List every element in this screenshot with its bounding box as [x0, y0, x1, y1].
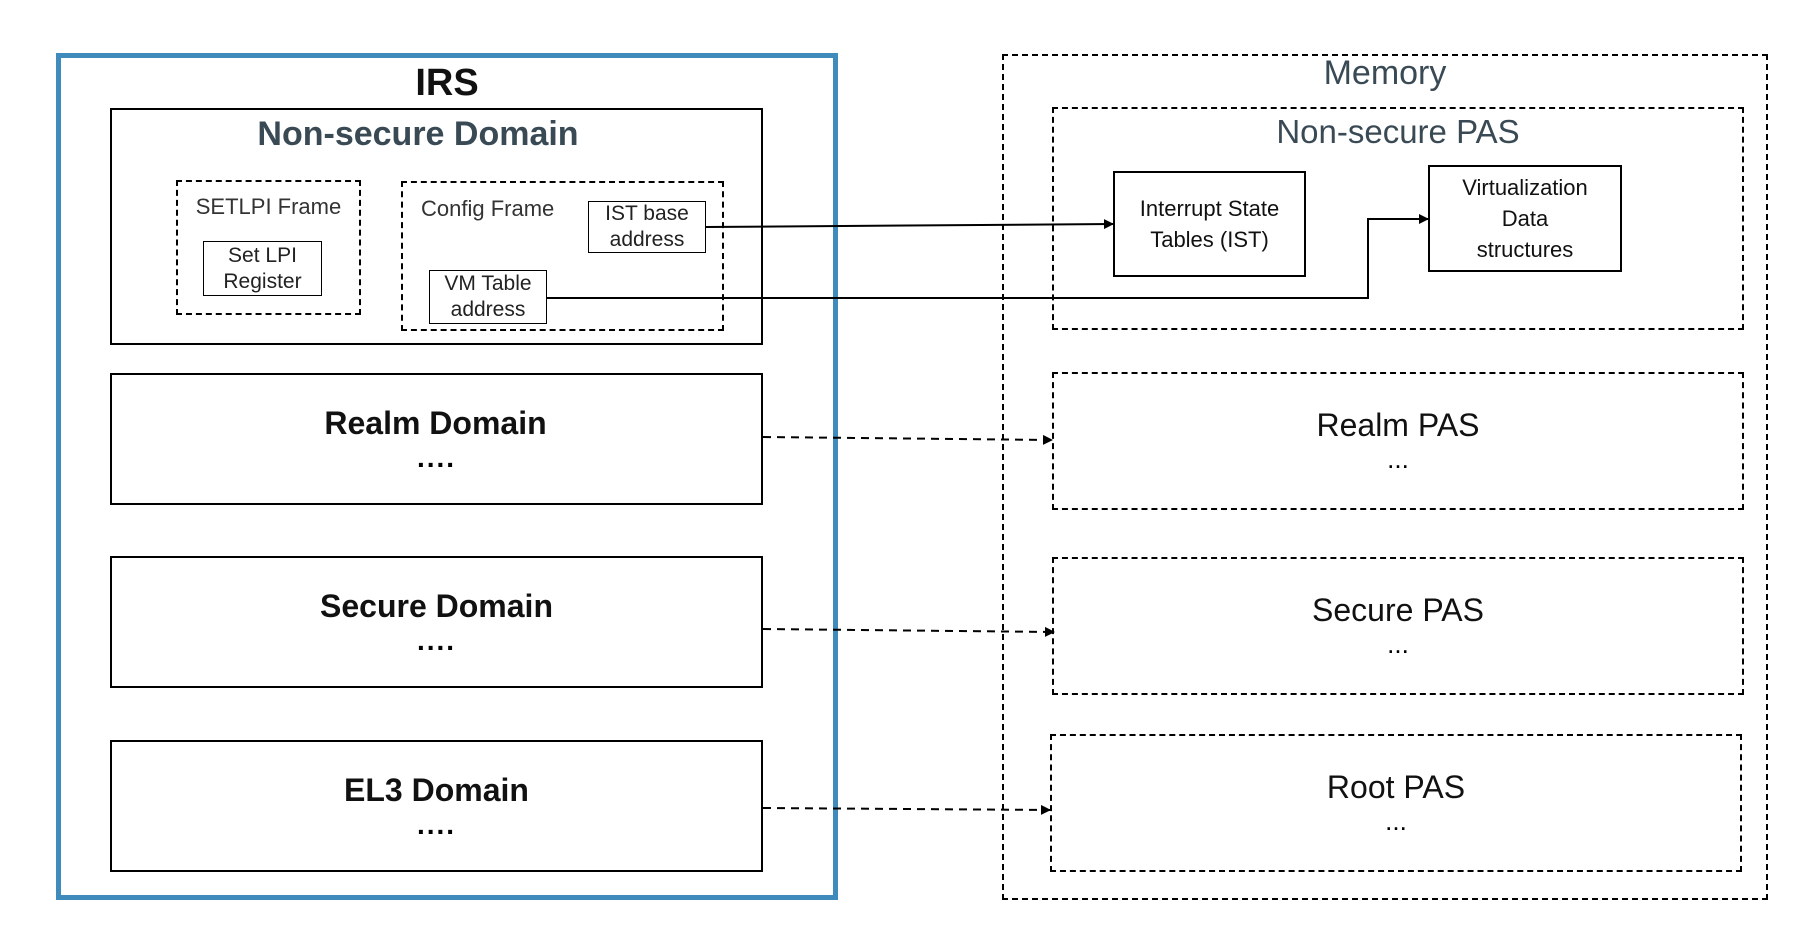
root-pas-dots: ...: [1385, 806, 1407, 836]
el3-domain: EL3 Domain ....: [110, 740, 763, 872]
ist-base-address-line1: IST base: [605, 202, 689, 225]
secure-domain: Secure Domain ....: [110, 556, 763, 688]
root-pas: Root PAS ...: [1050, 734, 1742, 872]
set-lpi-register-line2: Register: [223, 269, 302, 293]
non-secure-pas-title: Non-secure PAS: [1276, 113, 1520, 150]
secure-domain-title: Secure Domain: [320, 587, 553, 624]
vm-table-address-line1: VM Table: [444, 272, 532, 295]
realm-pas-dots: ...: [1387, 444, 1409, 474]
config-frame-title: Config Frame: [421, 196, 555, 221]
realm-domain: Realm Domain ....: [110, 373, 763, 505]
irs-title: IRS: [415, 61, 479, 104]
realm-domain-title: Realm Domain: [324, 404, 547, 441]
el3-domain-title: EL3 Domain: [344, 771, 529, 808]
memory-title: Memory: [1323, 53, 1447, 92]
ist-base-address-register: IST base address: [588, 201, 706, 253]
vm-table-to-virtualization-arrow: [547, 214, 1429, 299]
ist-table-line1: Interrupt State: [1139, 196, 1280, 221]
setlpi-frame: [176, 180, 361, 315]
virt-line1: Virtualization: [1462, 175, 1588, 200]
non-secure-domain-title: Non-secure Domain: [257, 114, 579, 153]
secure-pas: Secure PAS ...: [1052, 557, 1744, 695]
set-lpi-register-line1: Set LPI: [228, 243, 297, 267]
secure-domain-dots: ....: [416, 624, 457, 656]
realm-domain-to-realm-pas-arrow: [762, 434, 1053, 445]
virt-line3: structures: [1476, 237, 1574, 262]
realm-domain-dots: ....: [416, 441, 457, 473]
setlpi-frame-title: SETLPI Frame: [195, 194, 342, 219]
ist-base-address-line2: address: [609, 228, 685, 251]
realm-pas: Realm PAS ...: [1052, 372, 1744, 510]
secure-pas-title: Secure PAS: [1312, 592, 1484, 628]
el3-domain-to-root-pas-arrow: [762, 804, 1051, 815]
root-pas-title: Root PAS: [1326, 769, 1466, 805]
virt-line2: Data: [1501, 206, 1549, 231]
ist-base-to-ist-arrow: [705, 219, 1114, 230]
irs-container: [56, 53, 838, 900]
set-lpi-register: Set LPI Register: [203, 241, 322, 296]
ist-table-line2: Tables (IST): [1150, 227, 1269, 252]
el3-domain-dots: ....: [416, 808, 457, 840]
vm-table-address-line2: address: [450, 298, 526, 321]
secure-domain-to-secure-pas-arrow: [762, 626, 1055, 637]
non-secure-pas: [1052, 107, 1744, 330]
secure-pas-dots: ...: [1387, 629, 1409, 659]
memory-container: [1002, 54, 1768, 900]
realm-pas-title: Realm PAS: [1316, 407, 1480, 443]
virtualization-data-structures-box: Virtualization Data structures: [1428, 165, 1622, 272]
vm-table-address-register: VM Table address: [429, 270, 547, 324]
config-frame: [401, 181, 724, 331]
interrupt-state-tables-box: Interrupt State Tables (IST): [1113, 171, 1306, 277]
